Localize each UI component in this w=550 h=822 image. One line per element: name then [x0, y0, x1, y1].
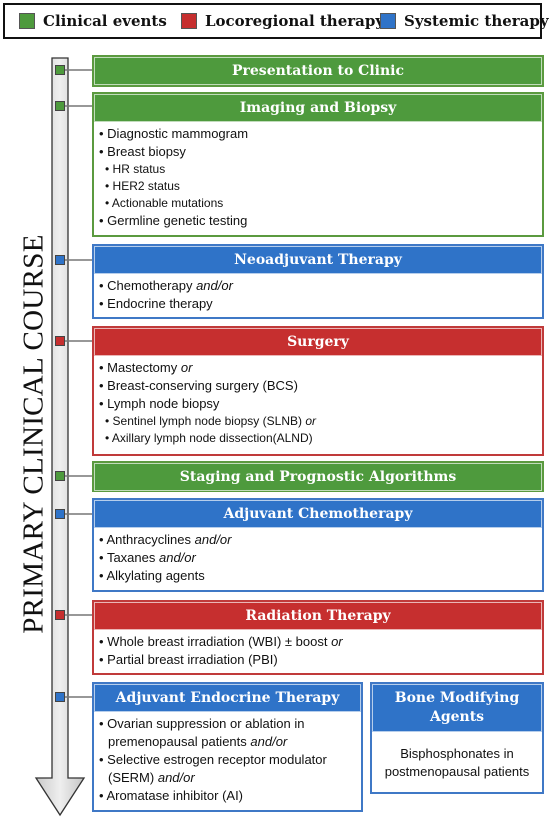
list-item: • Mastectomy or [99, 360, 193, 375]
list-item: • Diagnostic mammogram [99, 126, 249, 141]
step-adjuvant-chemotherapy: Adjuvant Chemotherapy • Anthracyclines a… [92, 498, 544, 592]
list-item-continuation: premenopausal patients and/or [108, 734, 288, 749]
step-body: • Anthracyclines and/or • Taxanes and/or… [94, 528, 542, 585]
legend-item-systemic-therapy: Systemic therapy [380, 12, 549, 30]
list-item: • Breast biopsy [99, 144, 186, 159]
legend-item-locoregional-therapy: Locoregional therapy [181, 12, 384, 30]
marker-clinical [55, 471, 65, 481]
step-adjuvant-endocrine-therapy: Adjuvant Endocrine Therapy • Ovarian sup… [92, 682, 363, 812]
legend-label: Locoregional therapy [205, 12, 385, 30]
step-title: Neoadjuvant Therapy [94, 246, 542, 274]
step-title: Presentation to Clinic [94, 57, 542, 85]
legend-swatch-blue [380, 13, 396, 29]
list-item-continuation: (SERM) and/or [108, 770, 195, 785]
list-item: • Ovarian suppression or ablation in [99, 716, 305, 731]
step-neoadjuvant-therapy: Neoadjuvant Therapy • Chemotherapy and/o… [92, 244, 544, 319]
legend: Clinical events Locoregional therapy Sys… [3, 3, 549, 39]
list-item: • Lymph node biopsy [99, 396, 220, 411]
step-body: Bisphosphonates in postmenopausal patien… [372, 732, 542, 781]
step-staging-and-prognostic-algorithms: Staging and Prognostic Algorithms [92, 461, 544, 492]
marker-clinical [55, 65, 65, 75]
list-item: • Alkylating agents [99, 568, 205, 583]
step-title: Imaging and Biopsy [94, 94, 542, 122]
step-title: Radiation Therapy [94, 602, 542, 630]
legend-swatch-red [181, 13, 197, 29]
legend-label: Clinical events [43, 12, 167, 30]
primary-clinical-course-title: PRIMARY CLINICAL COURSE [17, 234, 50, 634]
list-item: • Taxanes and/or [99, 550, 196, 565]
step-title: Staging and Prognostic Algorithms [94, 463, 542, 491]
marker-systemic [55, 255, 65, 265]
list-item: • Selective estrogen receptor modulator [99, 752, 327, 767]
step-title: Bone Modifying Agents [372, 684, 542, 732]
step-presentation-to-clinic: Presentation to Clinic [92, 55, 544, 87]
list-item: • Whole breast irradiation (WBI) ± boost… [99, 634, 343, 649]
sub-list-item: • HER2 status [105, 179, 180, 193]
step-surgery: Surgery • Mastectomy or • Breast-conserv… [92, 326, 544, 456]
marker-locoregional [55, 610, 65, 620]
list-item: • Endocrine therapy [99, 296, 213, 311]
step-radiation-therapy: Radiation Therapy • Whole breast irradia… [92, 600, 544, 675]
step-title-line: Bone Modifying [394, 690, 520, 706]
step-bone-modifying-agents: Bone Modifying Agents Bisphosphonates in… [370, 682, 544, 794]
marker-locoregional [55, 336, 65, 346]
list-item: • Breast-conserving surgery (BCS) [99, 378, 298, 393]
step-body: • Ovarian suppression or ablation in pre… [94, 712, 361, 805]
list-item: • Anthracyclines and/or [99, 532, 232, 547]
marker-systemic [55, 509, 65, 519]
step-title: Adjuvant Chemotherapy [94, 500, 542, 528]
legend-swatch-green [19, 13, 35, 29]
marker-clinical [55, 101, 65, 111]
marker-systemic [55, 692, 65, 702]
step-body: • Chemotherapy and/or • Endocrine therap… [94, 274, 542, 313]
body-line: Bisphosphonates in [400, 746, 514, 761]
step-title: Surgery [94, 328, 542, 356]
step-body: • Diagnostic mammogram • Breast biopsy •… [94, 122, 542, 230]
list-item: • Germline genetic testing [99, 213, 248, 228]
step-imaging-and-biopsy: Imaging and Biopsy • Diagnostic mammogra… [92, 92, 544, 237]
sub-list-item: • Actionable mutations [105, 196, 224, 210]
step-title: Adjuvant Endocrine Therapy [94, 684, 361, 712]
list-item: • Chemotherapy and/or [99, 278, 233, 293]
list-item: • Aromatase inhibitor (AI) [99, 788, 244, 803]
list-item: • Partial breast irradiation (PBI) [99, 652, 278, 667]
sub-list-item: • Sentinel lymph node biopsy (SLNB) or [105, 414, 316, 428]
sub-list-item: • Axillary lymph node dissection(ALND) [105, 431, 313, 445]
legend-item-clinical-events: Clinical events [19, 12, 167, 30]
legend-label: Systemic therapy [404, 12, 549, 30]
step-body: • Whole breast irradiation (WBI) ± boost… [94, 630, 542, 669]
step-body: • Mastectomy or • Breast-conserving surg… [94, 356, 542, 447]
body-line: postmenopausal patients [384, 764, 530, 779]
sub-list-item: • HR status [105, 162, 166, 176]
step-title-line: Agents [429, 709, 485, 725]
